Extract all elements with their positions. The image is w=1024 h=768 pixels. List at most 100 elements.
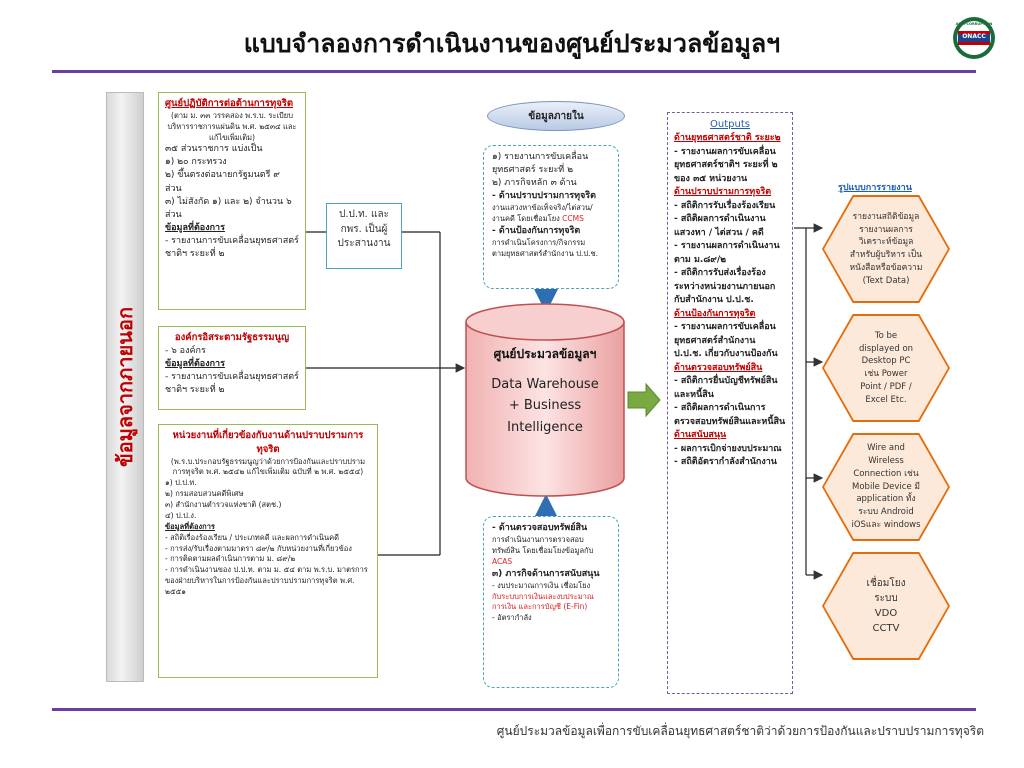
data-warehouse-line: Data Warehouse: [491, 377, 599, 392]
internal-data-line: งานคดี โดยเชื่อมโยง CCMS: [492, 214, 610, 225]
source-box-suppression-agencies: หน่วยงานที่เกี่ยวข้องกับงานด้านปราบปรามก…: [158, 424, 378, 678]
report-hex-line: Connection เช่น: [853, 468, 919, 479]
internal-data-text: ๑) รายงานการขับเคลื่อนยุทธศาสตร์ ระยะที่…: [492, 152, 589, 176]
internal-data-system-tag: CCMS: [559, 214, 584, 224]
report-hex-line: CCTV: [872, 623, 900, 634]
page-title: แบบจำลองการดำเนินงานของศูนย์ประมวลข้อมูล…: [243, 29, 781, 58]
internal-data-line: กับระบบการเงินและงบประมาณ: [492, 592, 610, 603]
source1-line: ๑) ๒๐ กระทรวง: [165, 157, 227, 168]
source1-line: ๓๕ ส่วนราชการ แบ่งเป็น: [165, 144, 263, 155]
source3-line: ๓) สำนักงานตำรวจแห่งชาติ (สตช.): [165, 500, 282, 510]
internal-data-bottom-box: - ด้านตรวจสอบทรัพย์สินการดำเนินงานการตรว…: [483, 516, 619, 688]
internal-data-line: - ด้านปราบปรามการทุจริต: [492, 190, 610, 203]
internal-data-text: การเงิน และการบัญชี (E-Fin): [492, 602, 588, 612]
outputs-item: - ผลการเบิกจ่ายงบประมาณ: [674, 443, 782, 454]
data-warehouse-title: ศูนย์ประมวลข้อมูลฯ: [493, 347, 597, 361]
report-hex-line: (Text Data): [862, 275, 910, 286]
outputs-item: - รายงานผลการขับเคลื่อนยุทธศาสตร์ชาติฯ ร…: [674, 146, 778, 184]
internal-data-text: ๓) ภารกิจด้านการสนับสนุน: [492, 568, 600, 579]
outputs-item: - สถิติการรับส่งเรื่องร้องระหว่างหน่วยงา…: [674, 268, 776, 305]
report-hex-line: Excel Etc.: [865, 394, 907, 405]
top-rule: [52, 70, 976, 73]
internal-data-line: การดำเนินงานการตรวจสอบ: [492, 535, 610, 546]
outputs-item: - รายงานผลการขับเคลื่อนยุทธศาสตร์สำนักงา…: [674, 322, 778, 359]
coordinator-line: กพร. เป็นผู้: [340, 223, 388, 235]
source1-need: - รายงานการขับเคลื่อนยุทธศาสตร์ชาติฯ ระย…: [165, 235, 299, 259]
source3-line: ๔) ป.ป.ง.: [165, 510, 197, 520]
external-data-bar: ข้อมูลจากภายนอก: [106, 92, 144, 682]
internal-data-text: ตามยุทธศาสตร์สำนักงาน ป.ป.ช.: [492, 248, 598, 258]
report-hex-line: สำหรับผู้บริหาร เป็น: [849, 250, 923, 260]
report-hex-line: รายงานสถิติข้อมูล: [852, 211, 920, 222]
outputs-item: - สถิติผลการดำเนินการตรวจสอบทรัพย์สินและ…: [674, 403, 786, 427]
source3-need-item: - การติดตามผลดำเนินการตาม ม. ๘๙/๒: [165, 554, 296, 564]
source-box-anti-corruption-center: ศูนย์ปฏิบัติการต่อต้านการทุจริต (ตาม ม. …: [158, 92, 306, 310]
internal-data-line: - อัตรากำลัง: [492, 613, 610, 624]
report-format-label: รูปแบบการรายงาน: [838, 183, 912, 193]
outputs-item: - สถิติการยื่นบัญชีทรัพย์สินและหนี้สิน: [674, 376, 778, 400]
report-hex-line: วิเคราะห์ข้อมูล: [858, 237, 914, 248]
report-hex-line: Point / PDF /: [860, 381, 912, 392]
source3-lines: ๑) ป.ป.ท.๒) กรมสอบสวนคดีพิเศษ๓) สำนักงาน…: [165, 478, 371, 522]
internal-data-text: ทรัพย์สิน โดยเชื่อมโยงข้อมูลกับ: [492, 545, 594, 555]
internal-data-line: ACAS: [492, 557, 610, 568]
data-warehouse-line: + Business: [508, 398, 582, 414]
source3-heading: หน่วยงานที่เกี่ยวข้องกับงานด้านปราบปรามก…: [172, 430, 364, 455]
report-hex-line: displayed on: [858, 343, 914, 354]
source3-need-item: - การดำเนินงานของ ป.ป.ท. ตาม ม. ๕๔ ตาม พ…: [165, 565, 368, 597]
data-warehouse-line: Intelligence: [507, 419, 583, 435]
internal-data-line: - ด้านป้องกันการทุจริต: [492, 225, 610, 238]
internal-data-text: การดำเนินงานการตรวจสอบ: [492, 535, 584, 545]
internal-data-text: ACAS: [492, 556, 513, 566]
source2-need: - รายงานการขับเคลื่อนยุทธศาสตร์ชาติฯ ระย…: [165, 371, 299, 395]
outputs-item: - สถิติการรับเรื่องร้องเรียน: [674, 200, 776, 211]
outputs-section-title: ด้านยุทธศาสตร์ชาติ ระยะ๒: [674, 133, 781, 143]
report-hex-line: Wireless: [868, 456, 904, 467]
source3-needs: - สถิติเรื่องร้องเรียน / ประเภทคดี และผล…: [165, 533, 371, 598]
internal-data-text: งานคดี โดยเชื่อมโยง: [492, 214, 560, 224]
internal-data-line: - งบประมาณการเงิน เชื่อมโยง: [492, 581, 610, 592]
source3-need-item: - การส่ง/รับเรื่องตามมาตรา ๘๙/๒ กับหน่วย…: [165, 543, 352, 553]
internal-data-line: ๑) รายงานการขับเคลื่อนยุทธศาสตร์ ระยะที่…: [492, 151, 610, 177]
internal-data-text: - งบประมาณการเงิน เชื่อมโยง: [492, 580, 591, 590]
internal-data-header: ข้อมูลภายใน: [487, 101, 625, 131]
coordinator-box: ป.ป.ท. และกพร. เป็นผู้ประสานงาน: [326, 203, 402, 269]
internal-data-line: - ด้านตรวจสอบทรัพย์สิน: [492, 522, 610, 535]
internal-data-line: การเงิน และการบัญชี (E-Fin): [492, 602, 610, 613]
source3-sub: (พ.ร.บ.ประกอบรัฐธรรมนูญว่าด้วยการป้องกัน…: [170, 456, 366, 477]
outputs-header: Outputs: [710, 119, 750, 130]
source1-need-label: ข้อมูลที่ต้องการ: [165, 222, 225, 233]
report-hex-line: หนังสือหรือข้อความ: [849, 262, 923, 273]
data-warehouse-text: ศูนย์ประมวลข้อมูลฯ Data Warehouse + Busin…: [466, 345, 624, 438]
report-hex-line: To be: [874, 330, 898, 341]
report-hex-line: เชื่อมโยง: [866, 578, 906, 589]
source1-sub: (ตาม ม. ๓๓ วรรคสอง พ.ร.บ. ระเบียบบริหารร…: [167, 110, 297, 142]
report-hex-1: รายงานสถิติข้อมูลรายงานผลการวิเคราะห์ข้อ…: [822, 195, 950, 303]
logo: ONACC ANTI-CORRUPTION: [952, 16, 996, 60]
logo-icon: [953, 17, 995, 59]
outputs-box: Outputs ด้านยุทธศาสตร์ชาติ ระยะ๒ - รายงาน…: [667, 112, 793, 694]
internal-data-line: ตามยุทธศาสตร์สำนักงาน ป.ป.ช.: [492, 249, 610, 260]
source3-line: ๑) ป.ป.ท.: [165, 478, 197, 488]
source2-line: - ๖ องค์กร: [165, 345, 206, 356]
report-hex-line: Desktop PC: [861, 356, 911, 367]
report-hex-line: iOSและ windows: [851, 519, 921, 530]
outputs-section-title: ด้านตรวจสอบทรัพย์สิน: [674, 362, 763, 373]
source1-lines: ๓๕ ส่วนราชการ แบ่งเป็น๑) ๒๐ กระทรวง๒) ขึ…: [165, 143, 299, 221]
report-hex-line: เช่น Power: [864, 369, 908, 379]
source3-need-label: ข้อมูลที่ต้องการ: [165, 521, 215, 531]
outputs-item: - สถิติผลการดำเนินงานแสวงหา / ไต่สวน / ค…: [674, 214, 766, 238]
report-hex-line: application ทั้ง: [856, 494, 916, 505]
bottom-rule: [52, 708, 976, 711]
internal-data-text: ๒) ภารกิจหลัก ๓ ด้าน: [492, 178, 577, 189]
source-box-independent-orgs: องค์กรอิสระตามรัฐธรรมนูญ - ๖ องค์กร ข้อม…: [158, 326, 306, 410]
logo-main-text: ONACC: [962, 33, 986, 40]
outputs-item: - สถิติอัตรากำลังสำนักงาน: [674, 457, 777, 467]
internal-data-text: - ด้านตรวจสอบทรัพย์สิน: [492, 523, 588, 533]
